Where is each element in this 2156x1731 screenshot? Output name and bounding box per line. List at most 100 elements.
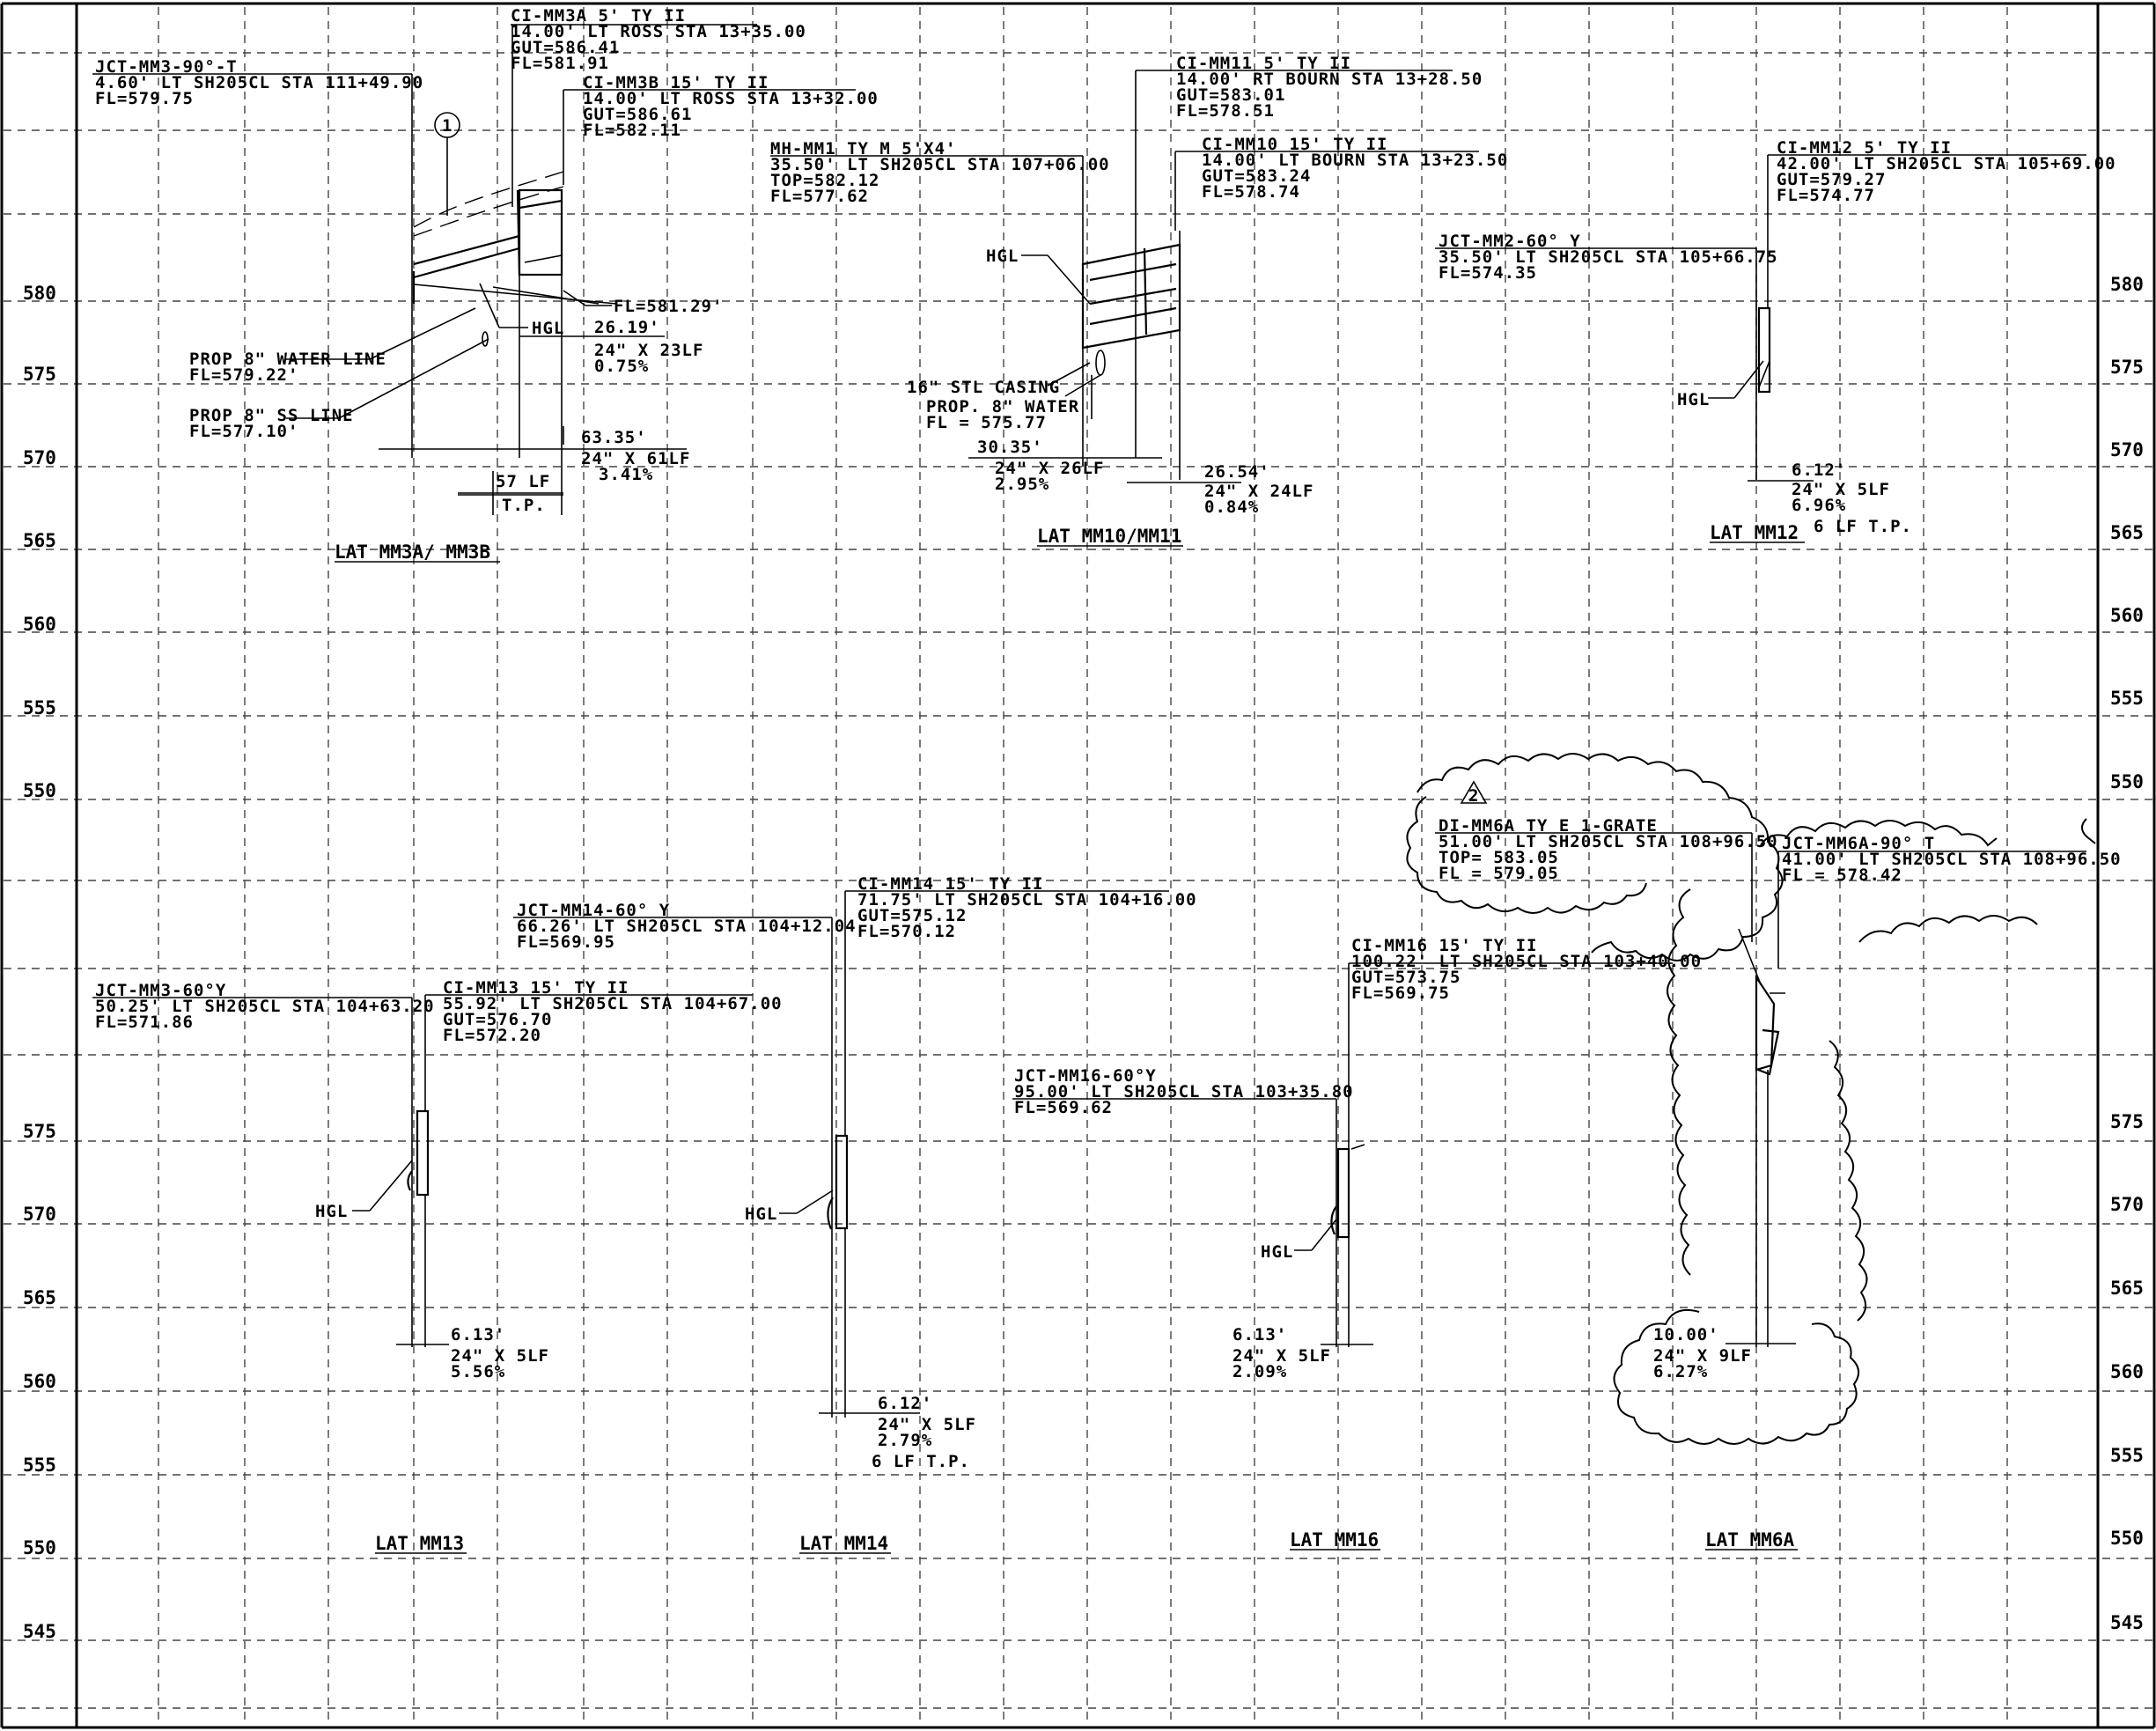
jct-mm3-fl: FL=579.75 (95, 89, 194, 108)
segment-pipe: 24" X 61LF (581, 449, 690, 468)
jct-mm3-label: JCT-MM3-60°Y (95, 981, 226, 1000)
elevation-label: 570 (23, 447, 56, 468)
jct-mm2-fl: FL=574.35 (1439, 263, 1537, 283)
profile-title: LAT MM14 (799, 1533, 888, 1554)
jct-mm2-label: JCT-MM2-60° Y (1439, 232, 1581, 251)
revision-number: 2 (1468, 786, 1479, 806)
elevation-label: 565 (2110, 1278, 2144, 1299)
segment-length: 63.35' (581, 428, 647, 447)
ci-mm14-location: 71.75' LT SH205CL STA 104+16.00 (857, 890, 1197, 910)
tp-label: 6 LF T.P. (1814, 517, 1912, 536)
ci-mm13-fl: FL=572.20 (443, 1026, 541, 1045)
jct-mm3-fl: FL=571.86 (95, 1013, 194, 1032)
mh-mm1-fl: FL=577.62 (770, 187, 869, 206)
di-mm6a-label: DI-MM6A TY E 1-GRATE (1439, 816, 1658, 836)
segment-slope: 6.96% (1792, 496, 1846, 515)
water-line-fl: FL=579.22' (189, 365, 298, 385)
elevation-label: 550 (23, 780, 56, 801)
casing-water: PROP. 8" WATER (926, 397, 1079, 416)
ci-mm3b-fl: FL=582.11 (583, 121, 681, 140)
elevation-label: 555 (2110, 688, 2144, 709)
elevation-label: 565 (23, 530, 56, 551)
segment-slope: 6.27% (1653, 1362, 1708, 1381)
hgl-label: HGL (1261, 1242, 1293, 1262)
ci-mm10-fl: FL=578.74 (1202, 182, 1300, 202)
elevation-label: 550 (2110, 771, 2144, 792)
segment-pipe: 24" X 9LF (1653, 1346, 1752, 1366)
segment-pipe: 24" X 5LF (1792, 480, 1890, 499)
jct-mm6a-label: JCT-MM6A-90° T (1782, 834, 1935, 853)
elevation-label: 550 (23, 1537, 56, 1558)
tag-number: 1 (442, 116, 453, 136)
elevation-label: 575 (23, 1121, 56, 1142)
ci-mm13-label: CI-MM13 15' TY II (443, 978, 629, 998)
segment-slope: 2.79% (878, 1431, 932, 1450)
elevation-label: 545 (23, 1621, 56, 1642)
tp-label: T.P. (502, 496, 546, 515)
segment-slope: 2.95% (995, 475, 1049, 494)
elevation-label: 555 (23, 1455, 56, 1476)
profile-lat-mm10-mm11: CI-MM11 5' TY II 14.00' RT BOURN STA 13+… (770, 54, 1508, 547)
profile-lat-mm13: JCT-MM3-60°Y 50.25' LT SH205CL STA 104+6… (92, 978, 783, 1554)
profile-title: LAT MM3A/ MM3B (335, 541, 490, 563)
jct-mm16-location: 95.00' LT SH205CL STA 103+35.80 (1014, 1082, 1354, 1101)
ci-mm13-gut: GUT=576.70 (443, 1010, 552, 1029)
ci-mm3b-label: CI-MM3B 15' TY II (583, 73, 769, 92)
profile-lat-mm3a-mm3b: 1 CI-MM3A 5' TY II 14.00' LT ROSS STA 13… (92, 6, 879, 563)
jct-mm2-location: 35.50' LT SH205CL STA 105+66.75 (1439, 247, 1778, 267)
ss-line-label: PROP 8" SS LINE (189, 406, 354, 425)
ci-mm16-location: 100.22' LT SH205CL STA 103+40.00 (1351, 952, 1702, 971)
profile-title: LAT MM10/MM11 (1037, 526, 1181, 547)
segment-pipe: 24" X 26LF (995, 459, 1104, 478)
mh-mm1-top: TOP=582.12 (770, 171, 879, 190)
jct-mm14-label: JCT-MM14-60° Y (517, 901, 670, 920)
mh-mm1-label: MH-MM1 TY M 5'X4' (770, 139, 956, 158)
ci-mm11-location: 14.00' RT BOURN STA 13+28.50 (1176, 70, 1483, 89)
ss-line-fl: FL=577.10' (189, 422, 298, 441)
elevation-labels-bottom-right: 575 570 565 560 555 550 545 (2110, 1111, 2144, 1633)
profile-grid (4, 7, 2152, 1724)
segment-length: 6.12' (878, 1394, 932, 1413)
segment-pipe: 24" X 5LF (451, 1346, 549, 1366)
casing-fl: FL = 575.77 (926, 413, 1047, 432)
segment-slope: 0.75% (594, 357, 649, 376)
ci-mm14-label: CI-MM14 15' TY II (857, 874, 1043, 894)
profile-title: LAT MM12 (1710, 522, 1799, 543)
profile-lat-mm12: CI-MM12 5' TY II 42.00' LT SH205CL STA 1… (1435, 138, 2116, 543)
elevation-label: 550 (2110, 1528, 2144, 1549)
segment-length: 30.35' (977, 438, 1043, 457)
ci-mm14-fl: FL=570.12 (857, 922, 956, 941)
tp-length: 57 LF (496, 472, 550, 491)
jct-mm3-label: JCT-MM3-90°-T (95, 57, 238, 77)
segment-length: 6.12' (1792, 460, 1846, 480)
ci-mm12-fl: FL=574.77 (1777, 186, 1875, 205)
ci-mm10-location: 14.00' LT BOURN STA 13+23.50 (1202, 151, 1508, 170)
elevation-label: 580 (23, 283, 56, 304)
ci-mm11-gut: GUT=583.01 (1176, 85, 1285, 105)
ci-mm3b-location: 14.00' LT ROSS STA 13+32.00 (583, 89, 879, 108)
ci-mm16-fl: FL=569.75 (1351, 983, 1450, 1003)
elevation-label: 560 (23, 614, 56, 635)
segment-slope: 2.09% (1233, 1362, 1287, 1381)
profile-lat-mm16: CI-MM16 15' TY II 100.22' LT SH205CL STA… (1012, 936, 1702, 1551)
jct-mm16-fl: FL=569.62 (1014, 1098, 1113, 1117)
ci-mm3a-location: 14.00' LT ROSS STA 13+35.00 (511, 22, 806, 41)
ci-mm10-label: CI-MM10 15' TY II (1202, 135, 1387, 154)
ci-mm12-gut: GUT=579.27 (1777, 170, 1886, 189)
fl-label: FL=581.29' (614, 297, 723, 316)
ci-mm12-label: CI-MM12 5' TY II (1777, 138, 1952, 158)
profile-lat-mm14: JCT-MM14-60° Y 66.26' LT SH205CL STA 104… (513, 874, 1197, 1554)
elevation-label: 575 (23, 364, 56, 385)
segment-slope: 5.56% (451, 1362, 505, 1381)
elevation-label: 565 (2110, 522, 2144, 543)
casing-label: 16" STL CASING (907, 378, 1060, 397)
elevation-label: 580 (2110, 274, 2144, 295)
elevation-labels-top-right: 580 575 570 565 560 555 550 (2110, 274, 2144, 792)
ci-mm3a-label: CI-MM3A 5' TY II (511, 6, 686, 26)
jct-mm6a-location: 41.00' LT SH205CL STA 108+96.50 (1782, 850, 2122, 869)
elevation-label: 555 (23, 697, 56, 718)
segment-slope: 0.84% (1204, 497, 1259, 517)
ci-mm13-location: 55.92' LT SH205CL STA 104+67.00 (443, 994, 783, 1013)
ci-mm14-gut: GUT=575.12 (857, 906, 967, 925)
